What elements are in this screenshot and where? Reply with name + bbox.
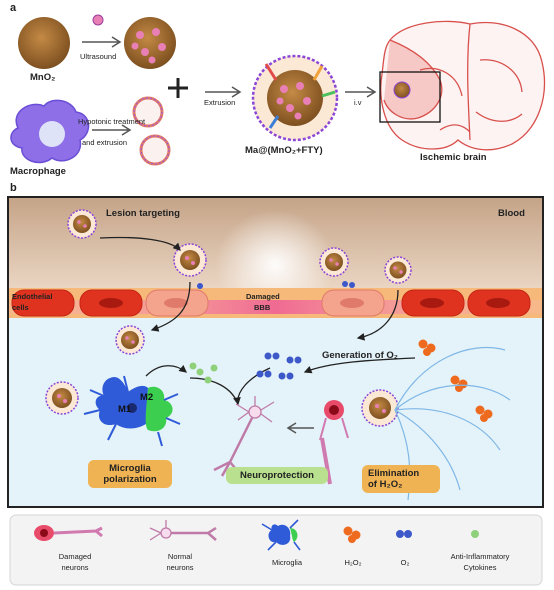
cytokine-molecules [189,362,218,384]
membrane-vesicles [132,96,171,166]
iv-arrow [345,86,377,98]
legend-damaged-label-2: neurons [61,563,89,572]
legend-damaged-neuron-icon [34,525,103,541]
legend-h2o2-label: H₂O₂ [344,558,362,567]
nanoparticle-group [45,209,412,427]
fty-drop-icon [92,14,104,26]
iv-label: i.v [354,98,362,107]
o2-molecules [256,352,302,380]
endothelial-cells [11,289,531,317]
legend-cytokine-icon [471,530,479,538]
neuroprotection-text: Neuroprotection [240,470,314,481]
mno2-label: MnO₂ [30,72,56,83]
convergence-arrow-2 [189,377,239,405]
mno2-particle [18,17,70,69]
damaged-bbb-label-1: Damaged [246,292,280,301]
legend-cytokines-label-1: Anti-Inflammatory [450,552,510,561]
h2o2-molecules [418,339,493,422]
convergence-arrow [233,367,271,406]
damaged-neuron [319,400,349,485]
panel-b-letter: b [10,182,17,194]
microglia-cell [83,375,181,447]
elimination-line-1: Elimination [368,468,420,479]
crossing-arrow-left [150,281,191,332]
hypotonic-label-1: Hypotonic treatment [78,117,146,126]
product-label: Ma@(MnO₂+FTY) [245,145,323,156]
lesion-arrow [99,236,181,251]
brain-label: Ischemic brain [420,152,487,163]
brain-particle [393,81,411,99]
product-nanoparticle [251,54,339,142]
macrophage-cell [10,99,90,164]
m2-curve-arrow [145,364,188,377]
legend-o2-label: O₂ [400,558,410,567]
legend-microglia-label: Microglia [271,558,302,567]
elimination-tag: Elimination of H₂O₂ [362,465,440,493]
legend-normal-label-2: neurons [166,563,194,572]
damaged-bbb-label-2: BBB [254,303,271,312]
o2-generation-arrow [303,357,416,374]
neuroprotection-tag: Neuroprotection [226,467,328,484]
elimination-line-2: of H₂O₂ [368,479,403,490]
normal-neuron [213,396,275,477]
macrophage-label: Macrophage [10,166,66,177]
microglia-polarization-tag: Microglia polarization [88,460,172,488]
legend-h2o2-icon [343,526,361,543]
microglia-polarization-line-1: Microglia [109,463,151,474]
hypotonic-arrow [92,124,132,136]
ultrasound-arrow [82,36,122,48]
plus-icon [168,78,188,98]
m1-label: M1 [118,404,132,415]
neuroprotection-arrow [286,422,314,434]
legend-normal-label-1: Normal [167,552,193,561]
blood-label: Blood [498,208,525,219]
endothelial-label-2: cells [12,303,29,312]
hypotonic-label-2: and extrusion [82,138,128,147]
legend-o2-icon [396,530,412,538]
legend-microglia-icon [261,519,301,551]
crossing-arrow-right [356,289,399,341]
legend-normal-neuron-icon [149,520,217,541]
endothelial-label-1: Endothelial [12,292,53,301]
brain-section [380,20,546,151]
microglia-polarization-line-2: polarization [103,474,157,485]
bbb-o2-dots [197,281,355,289]
legend-cytokines-label-2: Cytokines [463,563,497,572]
loaded-mno2-particle [124,17,176,69]
legend-damaged-label-1: Damaged [58,552,92,561]
zoom-box [379,71,441,123]
generation-o2-label: Generation of O₂ [322,350,399,361]
extrusion-label: Extrusion [204,98,236,107]
panel-b [7,196,544,508]
panel-a [10,14,546,166]
extrusion-arrow [205,86,242,98]
panel-a-letter: a [10,2,17,14]
ultrasound-label: Ultrasound [80,52,117,61]
lesion-targeting-label: Lesion targeting [106,208,180,219]
m2-label: M2 [140,392,154,403]
